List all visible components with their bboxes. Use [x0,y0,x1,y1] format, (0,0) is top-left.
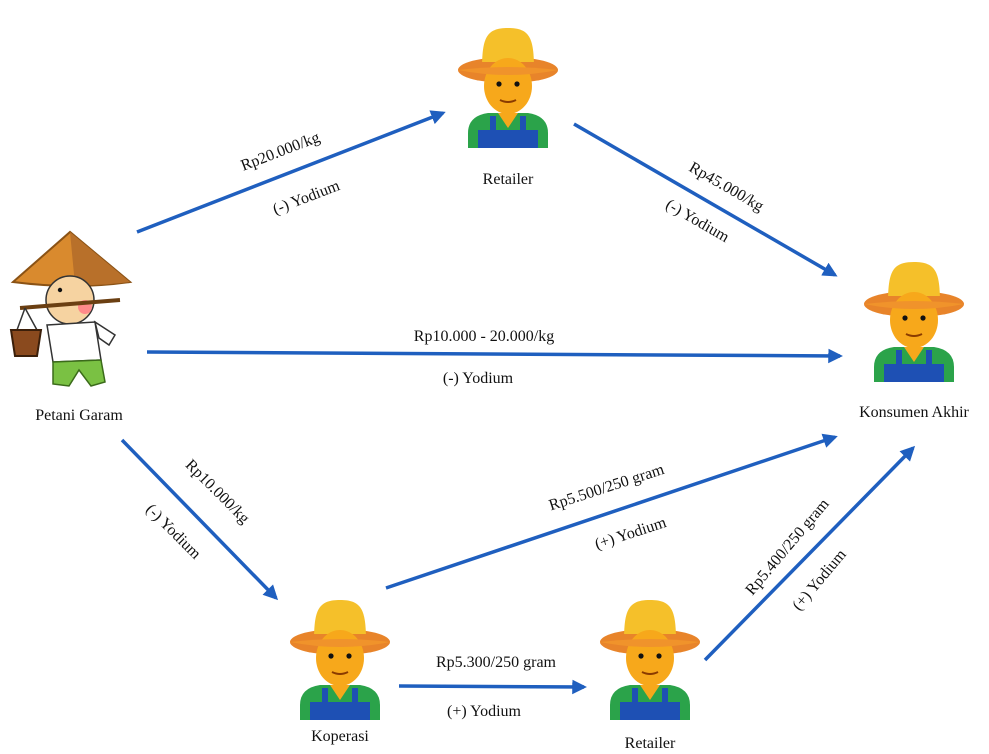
node-label-retailer-bottom: Retailer [625,735,676,752]
retailer-bottom-farmer-icon [599,599,701,721]
konsumen-farmer-icon [863,261,965,383]
arrow-retailer-to-konsumen [573,122,838,277]
edge-iodine-koperasi-konsumen: (+) Yodium [593,514,669,553]
node-label-konsumen: Konsumen Akhir [859,404,969,421]
edge-price-petani-koperasi: Rp10.000/kg [182,456,253,527]
arrow-petani-to-retailer [136,110,446,234]
arrow-petani-to-koperasi [120,438,279,601]
edge-price-retailer-konsumen: Rp45.000/kg [686,159,766,215]
edge-price-koperasi-retailer: Rp5.300/250 gram [436,654,557,671]
node-label-petani: Petani Garam [35,407,123,424]
edge-iodine-retailer-konsumen-bottom: (+) Yodium [789,546,850,614]
edge-price-koperasi-konsumen: Rp5.500/250 gram [547,461,667,514]
edge-iodine-retailer-konsumen: (-) Yodium [663,196,733,246]
node-label-retailer-top: Retailer [483,171,534,188]
edge-iodine-petani-koperasi: (-) Yodium [142,501,204,563]
koperasi-farmer-icon [289,599,391,721]
edge-iodine-petani-konsumen: (-) Yodium [443,370,514,387]
edge-price-petani-konsumen: Rp10.000 - 20.000/kg [414,328,554,345]
retailer-top-farmer-icon [457,27,559,149]
node-label-koperasi: Koperasi [311,728,369,745]
edge-price-petani-retailer: Rp20.000/kg [239,129,323,175]
arrow-koperasi-to-retailer [398,679,587,695]
edge-iodine-petani-retailer: (-) Yodium [271,177,343,218]
arrow-koperasi-to-konsumen [385,433,838,590]
salt-farmer-icon [9,230,133,387]
edge-iodine-koperasi-retailer: (+) Yodium [447,703,521,720]
arrow-petani-to-konsumen [146,348,843,364]
arrow-retailer-to-konsumen-bottom [703,445,916,662]
